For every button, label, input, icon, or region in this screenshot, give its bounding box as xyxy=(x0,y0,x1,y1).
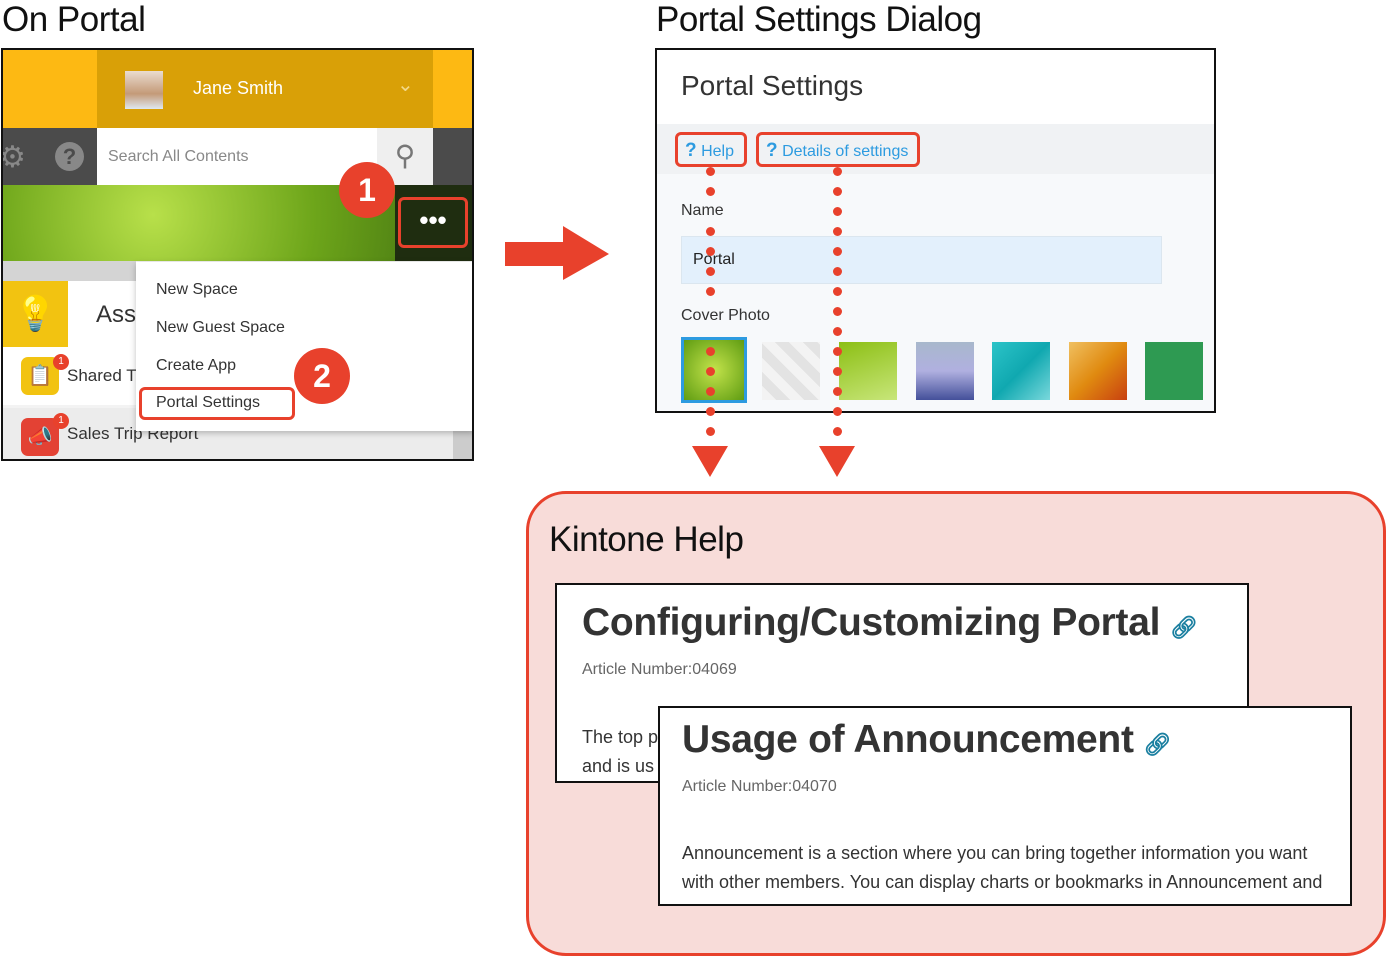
details-of-settings-link[interactable]: ? Details of settings xyxy=(756,132,920,167)
menu-item-portal-settings[interactable]: Portal Settings xyxy=(156,394,261,411)
connector-dot xyxy=(833,407,842,416)
connector-dot xyxy=(833,427,842,436)
connector-dot xyxy=(706,267,715,276)
connector-dot xyxy=(833,167,842,176)
help-icon[interactable]: ? xyxy=(55,142,84,171)
name-input[interactable]: Portal xyxy=(681,236,1162,284)
link-icon[interactable]: 🔗︎ xyxy=(1170,615,1198,640)
connector-dot xyxy=(833,227,842,236)
clipboard-icon: 📋 xyxy=(21,357,59,395)
right-arrow-icon xyxy=(505,226,609,280)
menu-item-create-app[interactable]: Create App xyxy=(156,357,237,374)
user-menu[interactable]: Jane Smith ⌄ xyxy=(97,50,433,128)
connector-dot xyxy=(833,207,842,216)
connector-dot xyxy=(706,287,715,296)
question-icon: ? xyxy=(766,140,778,161)
connector-dot xyxy=(706,367,715,376)
question-icon: ? xyxy=(685,140,697,161)
connector-dot xyxy=(706,187,715,196)
article-text: with other members. You can display char… xyxy=(682,872,1323,892)
gear-icon[interactable]: ⚙ xyxy=(1,141,26,174)
portal-section-title: On Portal xyxy=(2,0,146,39)
connector-dot xyxy=(833,287,842,296)
article-card[interactable]: Usage of Announcement🔗︎ Article Number:0… xyxy=(658,706,1352,906)
step-1-badge: 1 xyxy=(339,162,395,218)
cover-thumb-green[interactable] xyxy=(1145,342,1203,400)
connector-dot xyxy=(706,227,715,236)
cover-thumb-teal[interactable] xyxy=(992,342,1050,400)
article-number: Article Number:04069 xyxy=(582,661,737,678)
user-name: Jane Smith xyxy=(193,78,284,98)
menu-item-new-guest-space[interactable]: New Guest Space xyxy=(156,319,285,336)
connector-dot xyxy=(833,347,842,356)
lightbulb-icon: 💡 xyxy=(3,281,68,347)
connector-dot xyxy=(706,387,715,396)
connector-dot xyxy=(706,247,715,256)
connector-dot xyxy=(833,187,842,196)
notification-badge: 1 xyxy=(53,413,69,429)
connector-dot xyxy=(833,327,842,336)
link-icon[interactable]: 🔗︎ xyxy=(1143,732,1172,757)
connector-dot xyxy=(706,167,715,176)
connector-dot xyxy=(833,267,842,276)
down-arrow-icon xyxy=(819,446,855,477)
article-text: and is us xyxy=(582,756,655,776)
article-text: Announcement is a section where you can … xyxy=(682,843,1308,863)
connector-dot xyxy=(706,407,715,416)
dropdown-menu: New Space New Guest Space Create App Por… xyxy=(136,262,472,431)
app-label: Shared T xyxy=(67,366,137,385)
help-section-title: Kintone Help xyxy=(549,520,744,559)
step-2-badge: 2 xyxy=(294,348,350,404)
cover-photo-label: Cover Photo xyxy=(681,307,770,324)
cover-thumb-purple[interactable] xyxy=(916,342,974,400)
connector-dot xyxy=(833,307,842,316)
article-number: Article Number:04070 xyxy=(682,778,837,795)
dialog-section-title: Portal Settings Dialog xyxy=(656,0,982,39)
search-input[interactable]: Search All Contents xyxy=(97,128,377,185)
help-link[interactable]: ? Help xyxy=(675,132,747,167)
avatar xyxy=(125,71,163,109)
cover-thumb-orange[interactable] xyxy=(1069,342,1127,400)
article-title: Usage of Announcement🔗︎ xyxy=(682,718,1172,761)
notification-badge: 1 xyxy=(53,354,69,370)
connector-dot xyxy=(833,387,842,396)
cover-thumb-gray[interactable] xyxy=(762,342,820,400)
cover-thumb-lime[interactable] xyxy=(839,342,897,400)
app-title: Ass xyxy=(96,301,137,328)
chevron-down-icon: ⌄ xyxy=(397,74,414,96)
article-text: The top p xyxy=(582,727,659,747)
name-label: Name xyxy=(681,202,724,219)
connector-dot xyxy=(706,427,715,436)
portal-settings-highlight xyxy=(139,387,295,420)
portal-screenshot: Jane Smith ⌄ ⚙ ? Search All Contents ⚲ •… xyxy=(1,48,474,461)
megaphone-icon: 📣 xyxy=(21,418,59,456)
connector-dot xyxy=(833,247,842,256)
menu-item-new-space[interactable]: New Space xyxy=(156,281,238,298)
dialog-title: Portal Settings xyxy=(681,70,864,101)
article-title: Configuring/Customizing Portal🔗︎ xyxy=(582,601,1198,644)
connector-dot xyxy=(833,367,842,376)
down-arrow-icon xyxy=(692,446,728,477)
connector-dot xyxy=(706,347,715,356)
more-options-button[interactable]: ••• xyxy=(398,197,468,248)
